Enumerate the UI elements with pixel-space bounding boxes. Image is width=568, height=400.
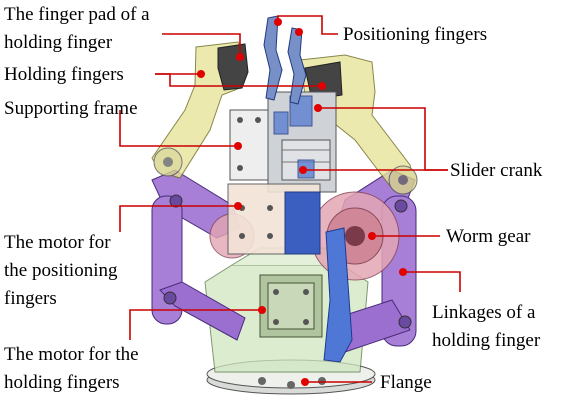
positioning-motor	[227, 183, 321, 255]
leader-finger-pad	[162, 33, 241, 57]
holding-motor	[259, 274, 323, 338]
leader-motor-holding	[129, 309, 262, 340]
label-worm-gear: Worm gear	[446, 226, 531, 247]
label-motor-positioning-line3: fingers	[4, 288, 57, 309]
positioning-finger-parts	[263, 15, 307, 105]
label-finger-pad-line2: holding finger	[4, 32, 113, 53]
leader-supporting-frame	[119, 110, 238, 147]
label-linkages-line2: holding finger	[432, 330, 541, 351]
label-finger-pad-line1: The finger pad of a	[4, 4, 150, 25]
leader-holding-fingers-b	[155, 73, 322, 87]
leader-linkages	[403, 271, 461, 292]
label-motor-holding-line1: The motor for the	[4, 344, 139, 365]
label-linkages-line1: Linkages of a	[432, 302, 536, 323]
label-motor-positioning-line2: the positioning	[4, 260, 118, 281]
label-positioning-fingers: Positioning fingers	[343, 24, 488, 45]
label-flange: Flange	[380, 372, 432, 393]
label-supporting-frame: Supporting frame	[4, 98, 138, 119]
label-slider-crank: Slider crank	[450, 160, 543, 181]
leader-lines	[119, 15, 461, 383]
label-motor-holding-line2: holding fingers	[4, 372, 120, 393]
label-holding-fingers: Holding fingers	[4, 64, 124, 85]
leader-positioning-b	[299, 15, 338, 35]
label-motor-positioning-line1: The motor for	[4, 232, 111, 253]
leader-motor-positioning	[119, 205, 238, 232]
marker-dots	[197, 18, 407, 386]
